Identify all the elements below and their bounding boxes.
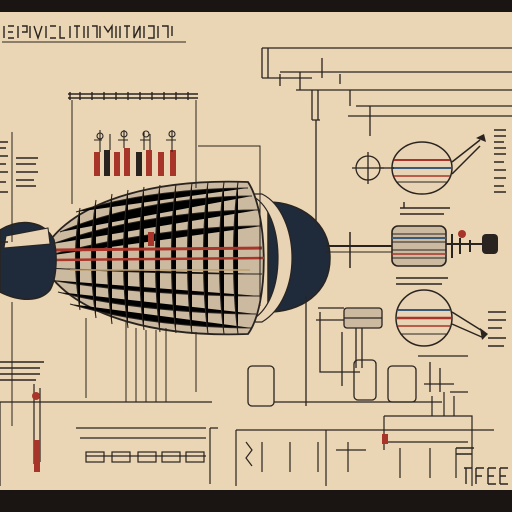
lower-lens-label-scrawl <box>396 277 506 347</box>
bottom-label-scrawl <box>456 447 508 485</box>
engine-assembly <box>326 225 498 268</box>
upper-lens-label-scrawl <box>494 129 506 193</box>
bottom-red-marks <box>32 392 388 472</box>
guide-lines <box>11 100 261 426</box>
blueprint-sheet <box>0 12 512 490</box>
crosshair-gauge-icon <box>352 152 394 184</box>
red-valves <box>94 130 176 176</box>
airship-hull <box>39 180 331 336</box>
section-title-scrawl <box>68 92 198 100</box>
engine-label-scrawl <box>400 202 450 215</box>
bottom-mechanisms <box>0 384 494 486</box>
main-title-scrawl <box>2 23 186 43</box>
upper-lens <box>391 134 486 195</box>
left-label-scrawl <box>0 141 44 381</box>
lower-lens <box>395 289 488 347</box>
nose-cone <box>0 221 57 300</box>
diagram-canvas <box>0 23 512 486</box>
lower-mechanism <box>247 296 468 407</box>
